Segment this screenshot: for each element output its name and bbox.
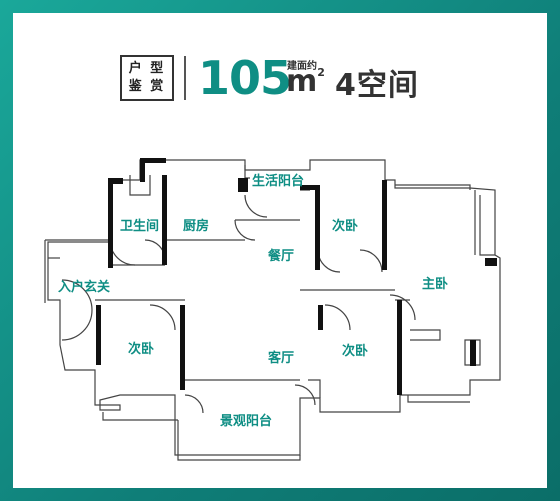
room-second-bedroom-right: 次卧 bbox=[342, 344, 369, 359]
wall bbox=[318, 305, 323, 330]
room-second-bedroom-top: 次卧 bbox=[332, 219, 359, 234]
badge-line-1: 户 型 bbox=[128, 61, 166, 76]
wall bbox=[300, 185, 318, 190]
area-unit: m2 bbox=[286, 64, 325, 99]
door-arc-master-2 bbox=[389, 294, 416, 321]
wall bbox=[470, 340, 476, 366]
wall bbox=[96, 305, 101, 365]
bath-shaft bbox=[129, 175, 151, 196]
door-arc-master bbox=[359, 249, 383, 273]
door-arc-entry-2 bbox=[61, 309, 93, 341]
room-view-balcony: 景观阳台 bbox=[220, 414, 273, 429]
master-outline bbox=[395, 184, 476, 255]
room-entrance: 入户玄关 bbox=[58, 280, 111, 295]
type-badge: 户 型 鉴 赏 bbox=[120, 55, 174, 101]
area-unit-base: m bbox=[286, 64, 318, 99]
room-living: 客厅 bbox=[268, 351, 295, 366]
wall bbox=[315, 185, 320, 270]
door-arc-balcony-2 bbox=[184, 394, 204, 414]
door-arc-bed-top bbox=[317, 249, 341, 273]
wall bbox=[397, 300, 402, 395]
entry-outline bbox=[44, 239, 108, 303]
master-closet bbox=[410, 329, 441, 341]
wall bbox=[162, 175, 167, 265]
wall bbox=[108, 178, 123, 184]
room-bathroom: 卫生间 bbox=[120, 219, 160, 234]
master-window bbox=[479, 195, 495, 256]
room-second-bedroom-left: 次卧 bbox=[128, 342, 155, 357]
wall bbox=[238, 178, 248, 192]
wall bbox=[485, 258, 497, 266]
door-arc-balcony bbox=[294, 384, 316, 406]
door-arc-bed-right bbox=[324, 304, 351, 331]
room-master-bedroom: 主卧 bbox=[422, 277, 449, 292]
door-arc-bath bbox=[109, 239, 136, 266]
wall bbox=[180, 305, 185, 390]
area-value: 105 bbox=[198, 51, 292, 105]
door-arc-kitchen bbox=[244, 194, 268, 218]
room-dining: 餐厅 bbox=[268, 249, 295, 264]
room-balcony-life: 生活阳台 bbox=[252, 174, 305, 189]
plan-card bbox=[13, 13, 547, 488]
door-arc-bed-left bbox=[149, 304, 176, 331]
outer-outline bbox=[47, 159, 501, 456]
room-kitchen: 厨房 bbox=[183, 219, 210, 234]
shaft-2 bbox=[244, 165, 250, 179]
door-arc-dining bbox=[234, 219, 256, 241]
walls bbox=[96, 158, 497, 395]
badge-line-2: 鉴 赏 bbox=[128, 79, 166, 94]
wall bbox=[140, 158, 145, 182]
area-note: 建面约 bbox=[287, 61, 317, 72]
bottom-balcony-outline bbox=[102, 412, 301, 461]
wall bbox=[108, 178, 113, 268]
area-unit-sup: 2 bbox=[317, 66, 325, 79]
door-arc-entry bbox=[61, 279, 93, 311]
right-bottom-outline bbox=[407, 395, 470, 403]
living-corner bbox=[308, 379, 321, 398]
wall bbox=[382, 180, 387, 270]
header-divider bbox=[184, 56, 186, 100]
wall bbox=[140, 158, 166, 163]
rooms-count: 4空间 bbox=[335, 68, 419, 103]
